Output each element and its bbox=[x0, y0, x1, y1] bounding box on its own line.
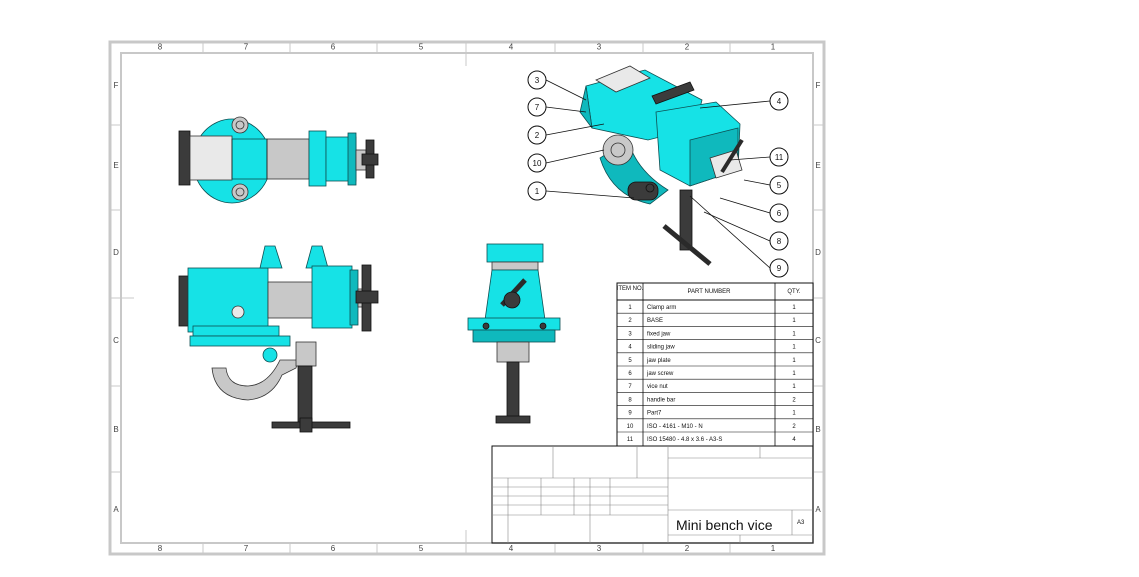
bom-cell-part: sliding jaw bbox=[647, 345, 675, 351]
zone-row-label-right: A bbox=[815, 505, 821, 514]
zone-col-label-bottom: 3 bbox=[597, 544, 602, 553]
bom-cell-part: vice nut bbox=[647, 384, 668, 390]
balloon-9: 9 bbox=[769, 258, 789, 278]
zone-row-label-right: C bbox=[815, 336, 821, 345]
bom-cell-item: 10 bbox=[627, 424, 634, 430]
balloon-label: 3 bbox=[535, 76, 540, 85]
zone-row-label-left: B bbox=[113, 425, 118, 434]
bom-cell-item: 4 bbox=[628, 345, 632, 351]
bom-cell-part: fixed jaw bbox=[647, 331, 671, 337]
balloon-label: 5 bbox=[777, 181, 782, 190]
zone-col-label-top: 1 bbox=[771, 43, 776, 52]
bom-cell-item: 1 bbox=[628, 305, 632, 311]
drawing-title: Mini bench vice bbox=[676, 517, 773, 533]
balloon-label: 1 bbox=[535, 187, 540, 196]
front-view bbox=[178, 245, 379, 433]
balloon-5: 5 bbox=[769, 175, 789, 195]
bom-header-qty: QTY. bbox=[787, 289, 801, 295]
zone-col-label-bottom: 2 bbox=[685, 544, 690, 553]
bom-cell-qty: 1 bbox=[792, 345, 796, 351]
isometric-view bbox=[579, 65, 744, 266]
bom-cell-part: jaw screw bbox=[646, 371, 674, 377]
bom-cell-part: Part7 bbox=[647, 411, 662, 417]
bom-cell-part: handle bar bbox=[647, 397, 675, 403]
balloon-10: 10 bbox=[527, 153, 547, 173]
bom-cell-qty: 1 bbox=[792, 384, 796, 390]
balloon-label: 2 bbox=[535, 131, 540, 140]
zone-col-label-bottom: 8 bbox=[158, 544, 163, 553]
zone-col-label-bottom: 1 bbox=[771, 544, 776, 553]
balloon-4: 4 bbox=[769, 91, 789, 111]
balloon-8: 8 bbox=[769, 231, 789, 251]
bom-cell-item: 3 bbox=[628, 331, 632, 337]
balloon-2: 2 bbox=[527, 125, 547, 145]
bom-rows: 1 Clamp arm 1 2 BASE 1 3 fixed jaw 1 4 sliding jaw… bbox=[617, 305, 813, 443]
bom-cell-qty: 4 bbox=[792, 437, 796, 443]
balloon-label: 11 bbox=[775, 153, 784, 162]
bom-cell-qty: 1 bbox=[792, 305, 796, 311]
bom-cell-item: 5 bbox=[628, 358, 632, 364]
bom-cell-item: 6 bbox=[628, 371, 632, 377]
bom-cell-qty: 1 bbox=[792, 358, 796, 364]
zone-col-label-top: 2 bbox=[685, 43, 690, 52]
bom-header-item: ITEM NO. bbox=[617, 286, 644, 292]
title-block bbox=[491, 445, 814, 544]
zone-row-label-right: F bbox=[816, 81, 821, 90]
bom-cell-part: Clamp arm bbox=[647, 305, 676, 311]
zone-row-label-right: D bbox=[815, 248, 821, 257]
balloon-label: 10 bbox=[533, 159, 542, 168]
bom-cell-part: ISO - 4161 - M10 - N bbox=[647, 424, 703, 430]
bom-cell-part: BASE bbox=[647, 318, 663, 324]
balloon-11: 11 bbox=[769, 147, 789, 167]
zone-col-label-top: 5 bbox=[419, 43, 424, 52]
zone-row-label-right: E bbox=[815, 161, 820, 170]
zone-row-label-left: C bbox=[113, 336, 119, 345]
side-view bbox=[467, 243, 561, 424]
zone-col-label-bottom: 5 bbox=[419, 544, 424, 553]
bom-cell-item: 2 bbox=[628, 318, 632, 324]
balloon-label: 9 bbox=[777, 264, 782, 273]
balloon-6: 6 bbox=[769, 203, 789, 223]
bom-cell-qty: 1 bbox=[792, 331, 796, 337]
zone-col-label-top: 8 bbox=[158, 43, 163, 52]
zone-row-label-left: D bbox=[113, 248, 119, 257]
top-view bbox=[178, 116, 379, 204]
zone-col-label-bottom: 6 bbox=[331, 544, 336, 553]
bom-cell-item: 8 bbox=[628, 397, 632, 403]
bom-cell-part: ISO 15480 - 4.8 x 3.6 - A3-S bbox=[647, 437, 722, 443]
zone-col-label-top: 6 bbox=[331, 43, 336, 52]
bom-cell-qty: 2 bbox=[792, 397, 796, 403]
zone-col-label-top: 3 bbox=[597, 43, 602, 52]
balloon-label: 6 bbox=[777, 209, 782, 218]
zone-ticks bbox=[110, 42, 824, 554]
bom-cell-part: jaw plate bbox=[646, 358, 671, 364]
zone-col-label-top: 4 bbox=[509, 43, 514, 52]
bom-cell-qty: 1 bbox=[792, 371, 796, 377]
zone-row-label-left: A bbox=[113, 505, 119, 514]
sheet-size: A3 bbox=[797, 520, 805, 526]
balloon-label: 4 bbox=[777, 97, 782, 106]
zone-row-label-left: F bbox=[114, 81, 119, 90]
bom-cell-qty: 2 bbox=[792, 424, 796, 430]
zone-row-label-left: E bbox=[113, 161, 118, 170]
bill-of-materials: ITEM NO. PART NUMBER QTY. 1 Clamp arm 1 2 BA… bbox=[616, 282, 814, 447]
balloon-label: 7 bbox=[535, 103, 540, 112]
balloon-label: 8 bbox=[777, 237, 782, 246]
balloon-leaders bbox=[545, 79, 771, 269]
bom-header-part: PART NUMBER bbox=[687, 289, 731, 295]
balloon-7: 7 bbox=[527, 97, 547, 117]
bom-cell-item: 9 bbox=[628, 411, 632, 417]
zone-col-label-bottom: 7 bbox=[244, 544, 249, 553]
zone-row-label-right: B bbox=[815, 425, 820, 434]
balloon-1: 1 bbox=[527, 181, 547, 201]
bom-cell-qty: 1 bbox=[792, 411, 796, 417]
bom-cell-item: 11 bbox=[627, 437, 634, 443]
bom-cell-qty: 1 bbox=[792, 318, 796, 324]
balloon-3: 3 bbox=[527, 70, 547, 90]
zone-col-label-top: 7 bbox=[244, 43, 249, 52]
zone-col-label-bottom: 4 bbox=[509, 544, 514, 553]
bom-cell-item: 7 bbox=[628, 384, 632, 390]
